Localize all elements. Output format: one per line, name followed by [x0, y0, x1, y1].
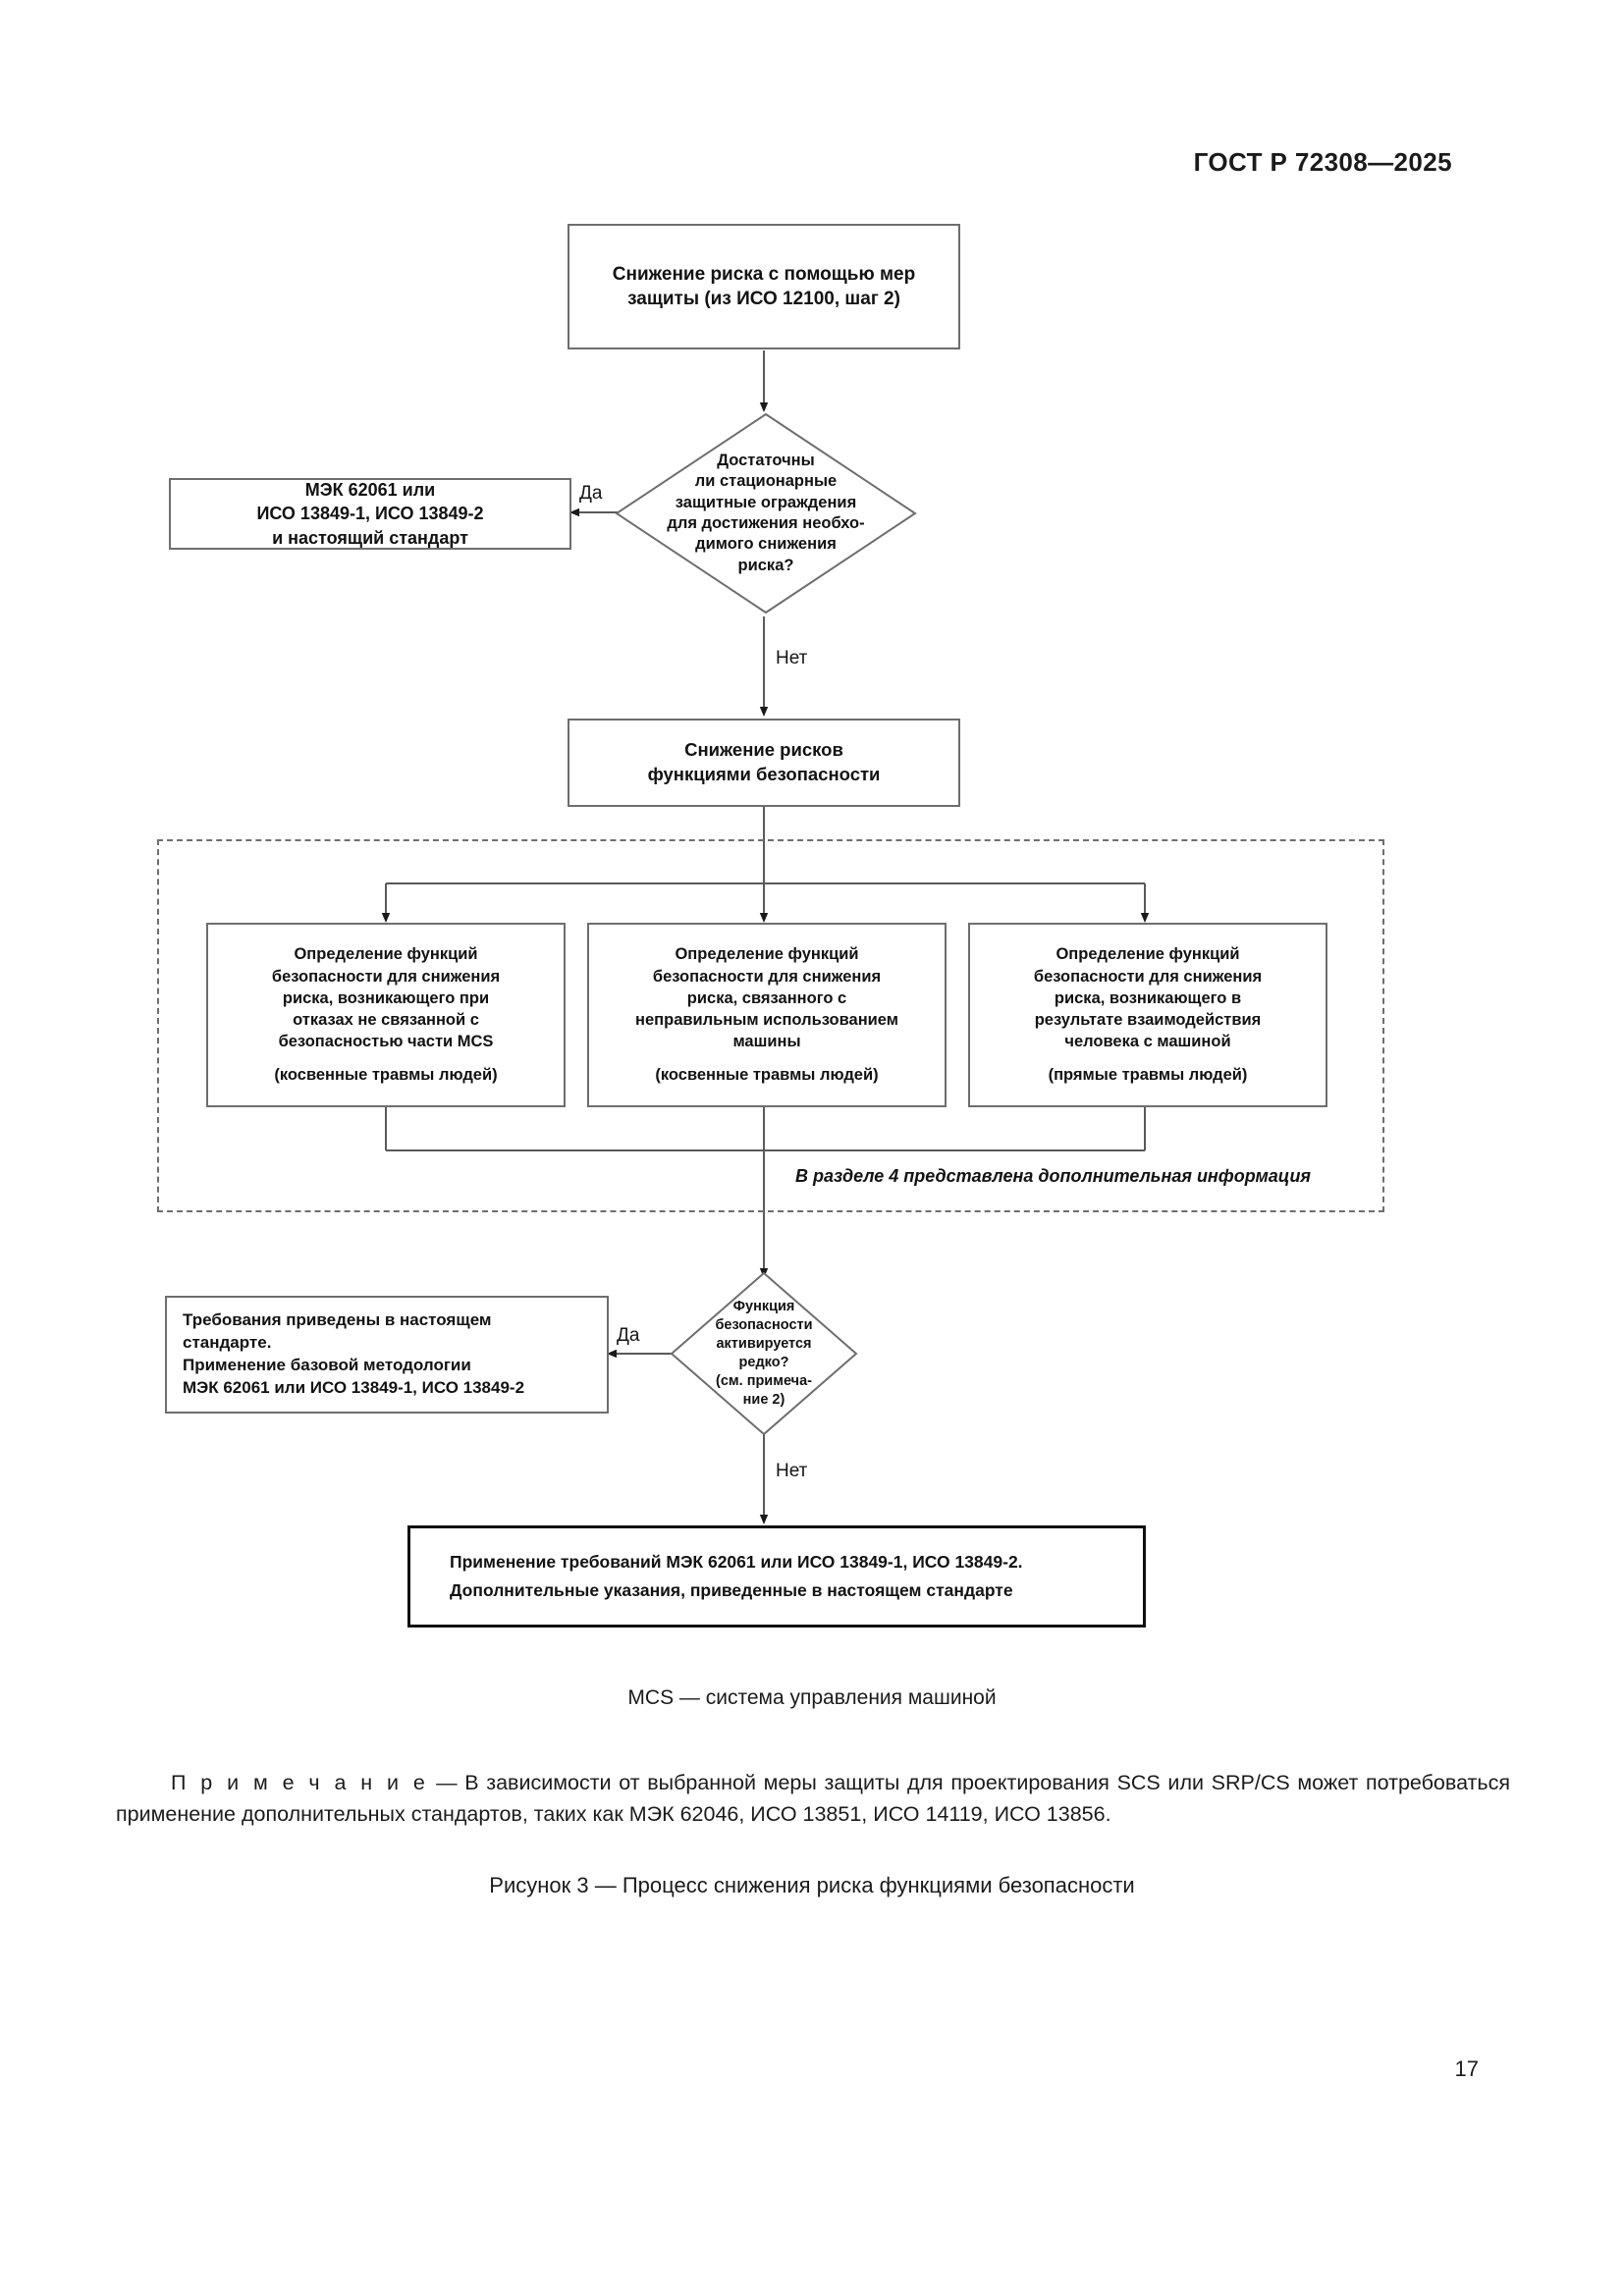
node-final-apply-requirements: Применение требований МЭК 62061 или ИСО …: [407, 1525, 1146, 1628]
risk-reduction-line-1: Снижение рисков: [684, 739, 843, 761]
edge-label-yes-2: Да: [615, 1325, 642, 1347]
branch-a-line-2: безопасности для снижения: [271, 967, 501, 986]
page-number: 17: [1454, 2056, 1479, 2081]
final-line-1: Применение требований МЭК 62061 или ИСО …: [450, 1551, 1023, 1572]
decision2-line-4: редко?: [738, 1355, 789, 1370]
standards-left-line-3: и настоящий стандарт: [272, 527, 468, 548]
figure-legend: MCS — система управления машиной: [627, 1686, 997, 1709]
node-start-line-1: Снижение риска с помощью мер: [612, 263, 916, 285]
requirements-left-line-3: Применение базовой методологии: [183, 1356, 471, 1374]
decision2-line-6: ние 2): [742, 1391, 785, 1408]
branch-c-line-3: риска, возникающего в: [1054, 988, 1242, 1007]
standards-left-line-1: МЭК 62061 или: [304, 480, 436, 501]
figure-note: П р и м е ч а н и е — В зависимости от в…: [116, 1767, 1510, 1831]
branch-a-subtitle: (косвенные травмы людей): [274, 1066, 498, 1085]
decision1-line-5: димого снижения: [695, 535, 837, 554]
node-decision-safety-function-rarely-activated: Функция безопасности активируется редко?…: [670, 1271, 858, 1436]
dashed-group-region: [157, 839, 1384, 1212]
decision1-line-6: риска?: [737, 556, 794, 574]
node-branch-non-safety-part-failures: Определение функций безопасности для сни…: [206, 923, 566, 1107]
final-line-2: Дополнительные указания, приведенные в н…: [450, 1580, 1013, 1601]
node-requirements-in-this-standard: Требования приведены в настоящем стандар…: [165, 1296, 609, 1414]
decision1-line-4: для достижения необхо-: [667, 514, 865, 532]
requirements-left-line-2: стандарте.: [183, 1333, 272, 1353]
branch-b-line-4: неправильным использованием: [635, 1010, 898, 1029]
decision2-line-1: Функция: [732, 1299, 795, 1315]
branch-c-subtitle: (прямые травмы людей): [1048, 1066, 1248, 1085]
branch-a-line-1: Определение функций: [294, 945, 478, 964]
decision2-line-5: (см. примеча-: [716, 1372, 812, 1389]
requirements-left-line-4: МЭК 62061 или ИСО 13849-1, ИСО 13849-2: [183, 1377, 525, 1397]
branch-b-line-5: машины: [732, 1032, 801, 1050]
branch-c-line-5: человека с машиной: [1064, 1032, 1231, 1050]
edge-label-yes-1: Да: [577, 483, 605, 505]
branch-c-line-1: Определение функций: [1056, 945, 1240, 964]
decision1-line-1: Достаточны: [717, 451, 815, 469]
branch-c-line-2: безопасности для снижения: [1033, 967, 1263, 986]
requirements-left-line-1: Требования приведены в настоящем: [183, 1310, 492, 1330]
node-branch-incorrect-machine-use: Определение функций безопасности для сни…: [587, 923, 947, 1107]
risk-reduction-line-2: функциями безопасности: [647, 764, 881, 784]
node-start-line-2: защиты (из ИСО 12100, шаг 2): [627, 289, 900, 309]
branch-b-line-3: риска, связанного с: [686, 988, 847, 1007]
note-lead-label: П р и м е ч а н и е: [171, 1771, 429, 1794]
node-branch-human-machine-interaction: Определение функций безопасности для сни…: [968, 923, 1327, 1107]
decision1-line-3: защитные ограждения: [675, 493, 857, 511]
region-note-section-4: В разделе 4 представлена дополнительная …: [795, 1166, 1312, 1186]
figure-caption: Рисунок 3 — Процесс снижения риска функц…: [489, 1873, 1135, 1897]
edge-label-no-1: Нет: [774, 648, 810, 669]
diamond-shape-1: [615, 412, 917, 614]
node-decision-fixed-guards: Достаточны ли стационарные защитные огра…: [615, 412, 917, 614]
branch-b-line-1: Определение функций: [675, 945, 859, 964]
branch-a-line-3: риска, возникающего при: [282, 988, 490, 1007]
flowchart-figure: Снижение риска с помощью мер защиты (из …: [157, 224, 1384, 1628]
branch-b-line-2: безопасности для снижения: [652, 967, 882, 986]
node-start: Снижение риска с помощью мер защиты (из …: [568, 224, 960, 349]
node-risk-reduction-safety-functions: Снижение рисков функциями безопасности: [568, 719, 960, 807]
document-header: ГОСТ Р 72308—2025: [1193, 147, 1452, 177]
node-standards-reference: МЭК 62061 или ИСО 13849-1, ИСО 13849-2 и…: [169, 478, 571, 550]
diamond-shape-2: [670, 1271, 858, 1436]
decision1-line-2: ли стационарные: [694, 472, 838, 491]
standards-left-line-2: ИСО 13849-1, ИСО 13849-2: [256, 504, 484, 524]
decision2-line-3: активируется: [716, 1336, 812, 1353]
edge-label-no-2: Нет: [774, 1461, 810, 1482]
branch-c-line-4: результате взаимодействия: [1034, 1010, 1262, 1029]
decision2-line-2: безопасности: [715, 1317, 813, 1334]
note-body: — В зависимости от выбранной меры защиты…: [116, 1771, 1510, 1827]
branch-a-line-4: отказах не связанной с: [293, 1010, 479, 1029]
branch-a-line-5: безопасностью части MCS: [278, 1032, 494, 1050]
branch-b-subtitle: (косвенные травмы людей): [655, 1066, 879, 1085]
flow-connectors: [381, 350, 1150, 1524]
